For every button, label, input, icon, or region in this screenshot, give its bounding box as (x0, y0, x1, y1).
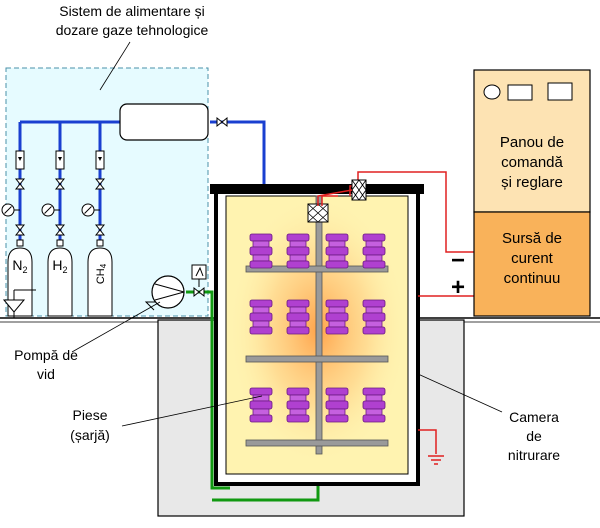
piece (249, 387, 273, 423)
piece (286, 299, 310, 335)
chamber-label-1: Camera (509, 409, 559, 425)
vacuum-pump (151, 275, 185, 309)
piece (249, 299, 273, 335)
piece (286, 233, 310, 269)
piece (362, 387, 386, 423)
piece (362, 233, 386, 269)
vent-symbol (2, 289, 36, 318)
minus-sign: − (451, 247, 465, 274)
control-panel-label-3: și reglare (501, 174, 563, 191)
power-source-label-2: curent (511, 250, 554, 267)
panel-display-2 (547, 82, 573, 101)
cylinder-label-h2: H2 (52, 257, 67, 275)
piece (362, 299, 386, 335)
control-panel-label-2: comandă (501, 154, 563, 171)
chamber-lid (210, 184, 424, 194)
chamber-label-3: nitrurare (508, 447, 560, 463)
parts-label-2: (șarjă) (70, 427, 110, 443)
power-source-label-3: continuu (504, 270, 561, 287)
cylinder-h2 (47, 239, 73, 317)
plus-sign: + (451, 274, 465, 301)
piece (325, 233, 349, 269)
panel-display-1 (507, 84, 533, 101)
piece (325, 387, 349, 423)
panel-indicator-lamp (483, 84, 501, 100)
gas-system-label-1: Sistem de alimentare și (59, 3, 205, 19)
gas-cylinders: N2 H2 CH4 (7, 239, 113, 317)
power-source-label-1: Sursă de (502, 230, 562, 247)
cylinder-label-n2: N2 (12, 257, 27, 275)
gas-system-label-2: dozare gaze tehnologice (56, 22, 209, 38)
cylinder-ch4 (87, 239, 113, 317)
ground-symbol (428, 455, 444, 465)
piece (325, 299, 349, 335)
gas-mixing-tank (119, 103, 209, 141)
cylinder-label-ch4: CH4 (95, 263, 108, 284)
piece (286, 387, 310, 423)
control-panel-label-1: Panou de (500, 134, 564, 151)
chamber-label-2: de (526, 428, 542, 444)
line-instruments (1, 150, 105, 236)
power-source (473, 211, 591, 317)
piece (249, 233, 273, 269)
pump-label-1: Pompă de (14, 347, 78, 363)
pump-label-2: vid (37, 366, 55, 382)
parts-label-1: Piese (72, 407, 107, 423)
leader-lines (71, 41, 503, 427)
